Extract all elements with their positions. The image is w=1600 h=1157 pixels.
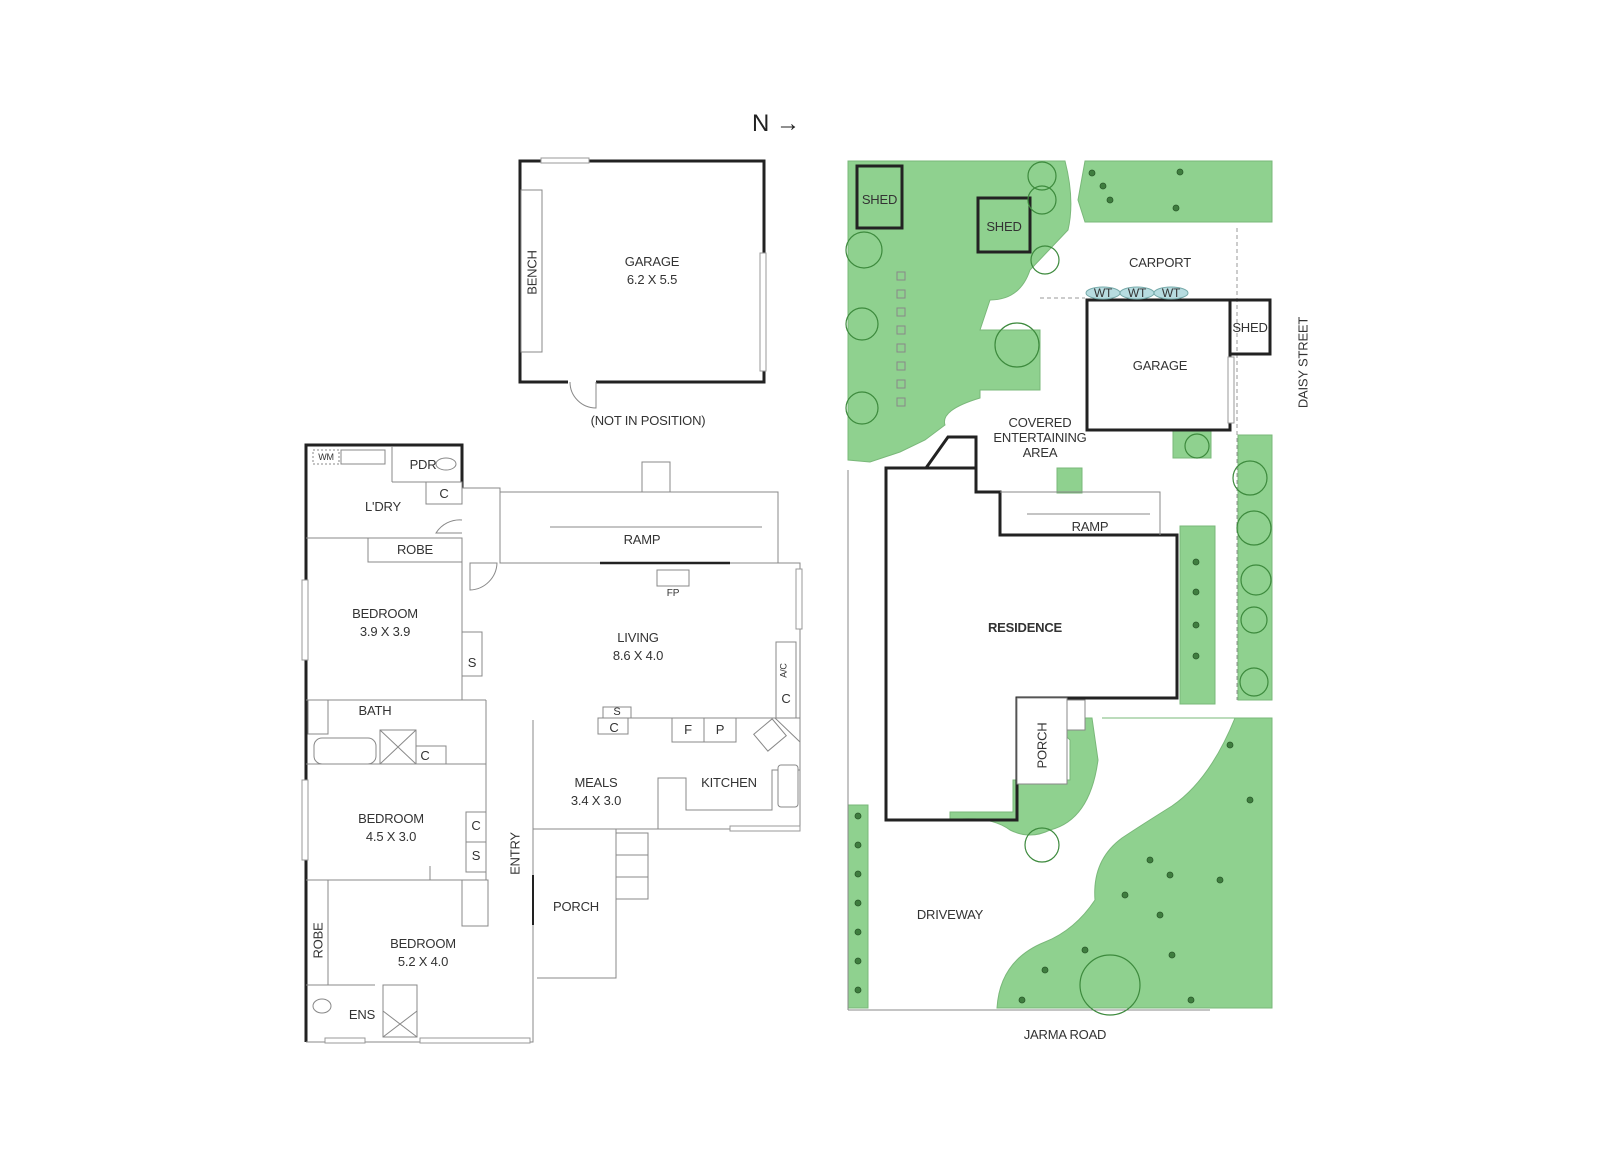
shelves-label: S — [613, 706, 621, 718]
covered-area-label-2: ENTERTAINING — [993, 430, 1087, 445]
bedroom-2-title: BEDROOM — [358, 811, 424, 826]
fireplace-label: FP — [666, 588, 680, 599]
garage-size: 6.2 X 5.5 — [626, 272, 678, 287]
fridge-label: F — [684, 722, 692, 737]
tree-icons — [845, 161, 1272, 1016]
detached-garage-drawing — [518, 157, 767, 409]
washing-machine-label: WM — [318, 452, 334, 462]
shed-3-label: SHED — [1232, 320, 1268, 335]
jarma-road-label: JARMA ROAD — [1023, 1027, 1107, 1042]
meals-size: 3.4 X 3.0 — [570, 793, 622, 808]
water-tank-label: WT — [1161, 286, 1181, 300]
ensuite-label: ENS — [348, 1007, 376, 1022]
bedroom-3-size: 5.2 X 4.0 — [397, 954, 449, 969]
daisy-street-label: DAISY STREET — [1295, 316, 1311, 409]
ramp-label: RAMP — [623, 532, 661, 547]
not-in-position-note: (NOT IN POSITION) — [590, 413, 706, 428]
living-size: 8.6 X 4.0 — [612, 648, 664, 663]
porch-label: PORCH — [553, 899, 599, 914]
water-tank-label: WT — [1093, 286, 1113, 300]
air-conditioner-label: A/C — [778, 663, 789, 678]
water-tank-label: WT — [1127, 286, 1147, 300]
bedroom-2-size: 4.5 X 3.0 — [365, 829, 417, 844]
covered-area-label-1: COVERED — [1008, 415, 1072, 430]
shrub-icons — [854, 168, 1254, 1004]
shelves-label: S — [467, 655, 477, 670]
covered-area-label-3: AREA — [1022, 445, 1058, 460]
robe-label: ROBE — [310, 922, 326, 959]
kitchen-label: KITCHEN — [701, 775, 757, 790]
robe-label: ROBE — [396, 542, 434, 557]
meals-title: MEALS — [574, 775, 618, 790]
bench-label: BENCH — [524, 250, 540, 295]
bedroom-1-size: 3.9 X 3.9 — [359, 624, 411, 639]
site-plan-drawing — [845, 160, 1273, 1016]
site-garage-label: GARAGE — [1132, 358, 1188, 373]
cupboard-label: C — [439, 486, 449, 501]
cupboard-label: C — [781, 691, 791, 706]
shed-1-label: SHED — [861, 192, 898, 207]
room-powder: PDR — [409, 457, 437, 472]
shelves-label: S — [471, 848, 481, 863]
floor-plan-drawing — [301, 443, 803, 1044]
site-porch-label: PORCH — [1034, 722, 1050, 769]
north-arrow: N → — [752, 110, 800, 137]
bedroom-1-title: BEDROOM — [352, 606, 418, 621]
cupboard-label: C — [471, 818, 481, 833]
bath-label: BATH — [358, 703, 392, 718]
pantry-label: P — [715, 722, 725, 737]
shed-2-label: SHED — [986, 219, 1022, 234]
driveway-label: DRIVEWAY — [916, 907, 984, 922]
entry-label: ENTRY — [507, 832, 523, 875]
bedroom-3-title: BEDROOM — [390, 936, 456, 951]
living-title: LIVING — [617, 630, 659, 645]
carport-label: CARPORT — [1129, 255, 1191, 270]
cupboard-label: C — [609, 720, 619, 735]
cupboard-label: C — [420, 748, 430, 763]
residence-label: RESIDENCE — [987, 620, 1063, 635]
site-ramp-label: RAMP — [1071, 519, 1109, 534]
garage-title: GARAGE — [624, 254, 680, 269]
room-laundry: L'DRY — [365, 499, 401, 514]
